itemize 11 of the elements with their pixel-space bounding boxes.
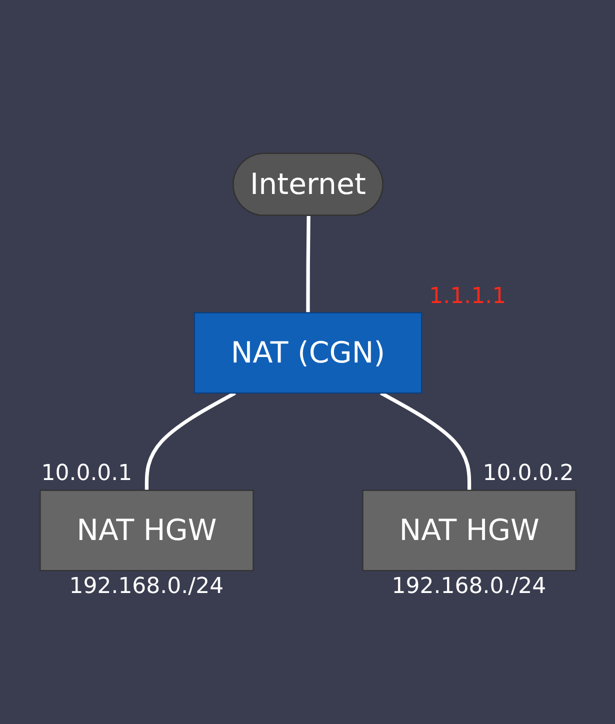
connector: [380, 391, 471, 490]
address-label: 192.168.0./24: [69, 574, 224, 599]
address-label: 10.0.0.1: [41, 462, 132, 487]
address-label: 192.168.0./24: [392, 574, 546, 599]
connector: [144, 391, 236, 490]
connector: [306, 216, 310, 313]
node-box: NAT (CGN): [193, 312, 422, 394]
node-box: NAT HGW: [362, 490, 576, 572]
address-label: 1.1.1.1: [429, 284, 506, 309]
address-label: 10.0.0.2: [482, 462, 574, 487]
node-box: NAT HGW: [39, 490, 254, 572]
